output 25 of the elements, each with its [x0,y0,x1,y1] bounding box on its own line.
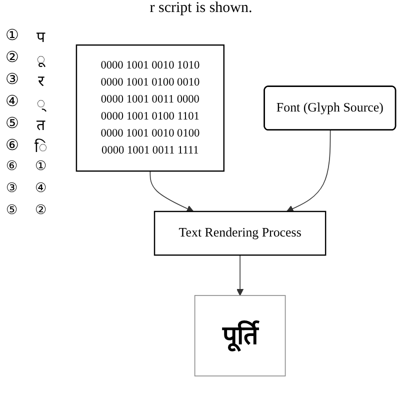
callout-number: ③ [5,180,19,197]
callout-number: ③ [4,71,20,90]
arrow [286,130,331,212]
callout-number: ⑤ [4,115,20,134]
callout-number: ② [4,49,20,68]
glyph-cell-text: ◌् [36,95,48,114]
callout-number: ⑥ [4,137,20,156]
callout-number: ① [34,158,48,175]
callout-number: ⑤ [5,202,19,219]
glyph-cell-text: प [36,29,46,48]
callout-number: ② [34,202,48,219]
caption-text: r script is shown. [148,0,254,18]
node-box: Text Rendering Process [154,210,326,256]
callout-number: ① [4,27,20,46]
arrow [236,254,244,296]
node-box: पूर्ति [194,295,286,376]
callout-number: ④ [34,180,48,197]
glyph-cell-text: ि [34,138,48,158]
arrow [150,170,194,212]
glyph-cell-text: र [37,73,46,92]
callout-number: ⑥ [5,158,19,175]
callout-number: ④ [4,93,20,112]
glyph-cell-text: ◌ू [36,51,46,70]
glyph-cell-text: त [36,117,46,136]
node-box: 0000 1001 0010 1010 0000 1001 0100 0010 0000 1001 0011 0000 0000 1001 0100 1101 0000 1001 0010 0100 0000 1001 0011 1111 [76,44,224,172]
